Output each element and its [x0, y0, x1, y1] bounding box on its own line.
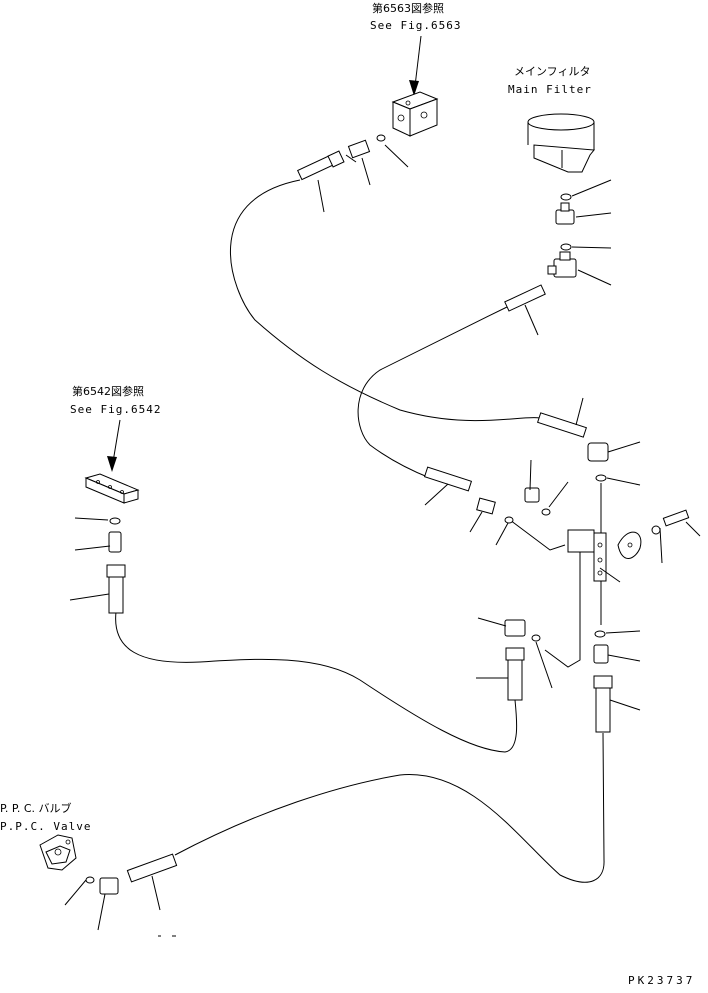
- hose-fitting-lower-center: [505, 647, 525, 701]
- hose-fitting-ppc: [126, 853, 178, 883]
- label-fig6563: 第6563図参照 See Fig.6563: [370, 1, 461, 32]
- hose-filter-to-block: [357, 306, 508, 479]
- hose-fitting-left: [106, 564, 126, 614]
- hose-fig6563-to-tee: [230, 179, 541, 422]
- o-ring: [85, 876, 95, 884]
- label-fig6563-en: See Fig.6563: [370, 19, 461, 32]
- o-ring: [531, 634, 541, 642]
- elbow-center: [524, 487, 540, 503]
- label-ppc-valve: P. P. C. バルブ P.P.C. Valve: [0, 801, 91, 833]
- connector-left: [108, 531, 122, 553]
- label-fig6542: 第6542図参照 See Fig.6542: [70, 384, 161, 416]
- leader-lines: [64, 144, 701, 931]
- fig6563-block: [391, 91, 439, 137]
- o-ring: [595, 474, 607, 482]
- elbow-fitting-right: [587, 442, 609, 462]
- bolt: [662, 509, 690, 527]
- label-fig6563-jp: 第6563図参照: [372, 1, 444, 15]
- hose-fig6542-down: [115, 611, 518, 753]
- hose-fitting-lower-right: [593, 675, 613, 733]
- drawing-code: PK23737: [628, 974, 695, 987]
- label-ppc-valve-en: P.P.C. Valve: [0, 820, 91, 833]
- hose-fitting-right: [536, 412, 588, 438]
- o-ring: [560, 243, 572, 251]
- washer: [651, 525, 661, 535]
- hose-fitting-top: [297, 150, 345, 181]
- arrow-fig6563: [409, 35, 422, 96]
- o-ring: [560, 193, 572, 201]
- label-fig6542-jp: 第6542図参照: [72, 384, 144, 398]
- label-fig6542-en: See Fig.6542: [70, 403, 161, 416]
- tube-block-drain: [509, 519, 581, 668]
- mounting-block: [567, 529, 607, 582]
- elbow-lower-center: [504, 619, 526, 637]
- main-filter: [527, 113, 595, 173]
- hose-ppc-to-block: [174, 732, 605, 883]
- label-main-filter-en: Main Filter: [508, 83, 592, 96]
- o-ring: [504, 516, 514, 524]
- o-ring: [594, 630, 606, 638]
- ppc-valve: [39, 834, 77, 871]
- elbow-ppc: [99, 877, 119, 895]
- label-main-filter-jp: メインフィルタ: [514, 65, 590, 78]
- clamp-hole: [627, 542, 633, 548]
- o-ring: [541, 508, 551, 516]
- connector-lower-right: [593, 644, 609, 664]
- hose-fitting-filter: [504, 284, 546, 312]
- label-main-filter: メインフィルタ Main Filter: [508, 65, 592, 96]
- fig6542-block: [84, 473, 140, 504]
- o-ring: [109, 517, 121, 525]
- arrow-fig6542: [107, 419, 121, 472]
- hose-fitting-center: [423, 466, 473, 492]
- o-ring: [376, 134, 386, 142]
- clamp-plate: [617, 531, 642, 559]
- tee-fitting: [547, 251, 577, 278]
- connector-center: [476, 497, 496, 515]
- elbow-fitting: [555, 202, 575, 225]
- elbow-fitting: [345, 139, 371, 163]
- label-ppc-valve-jp: P. P. C. バルブ: [0, 801, 72, 815]
